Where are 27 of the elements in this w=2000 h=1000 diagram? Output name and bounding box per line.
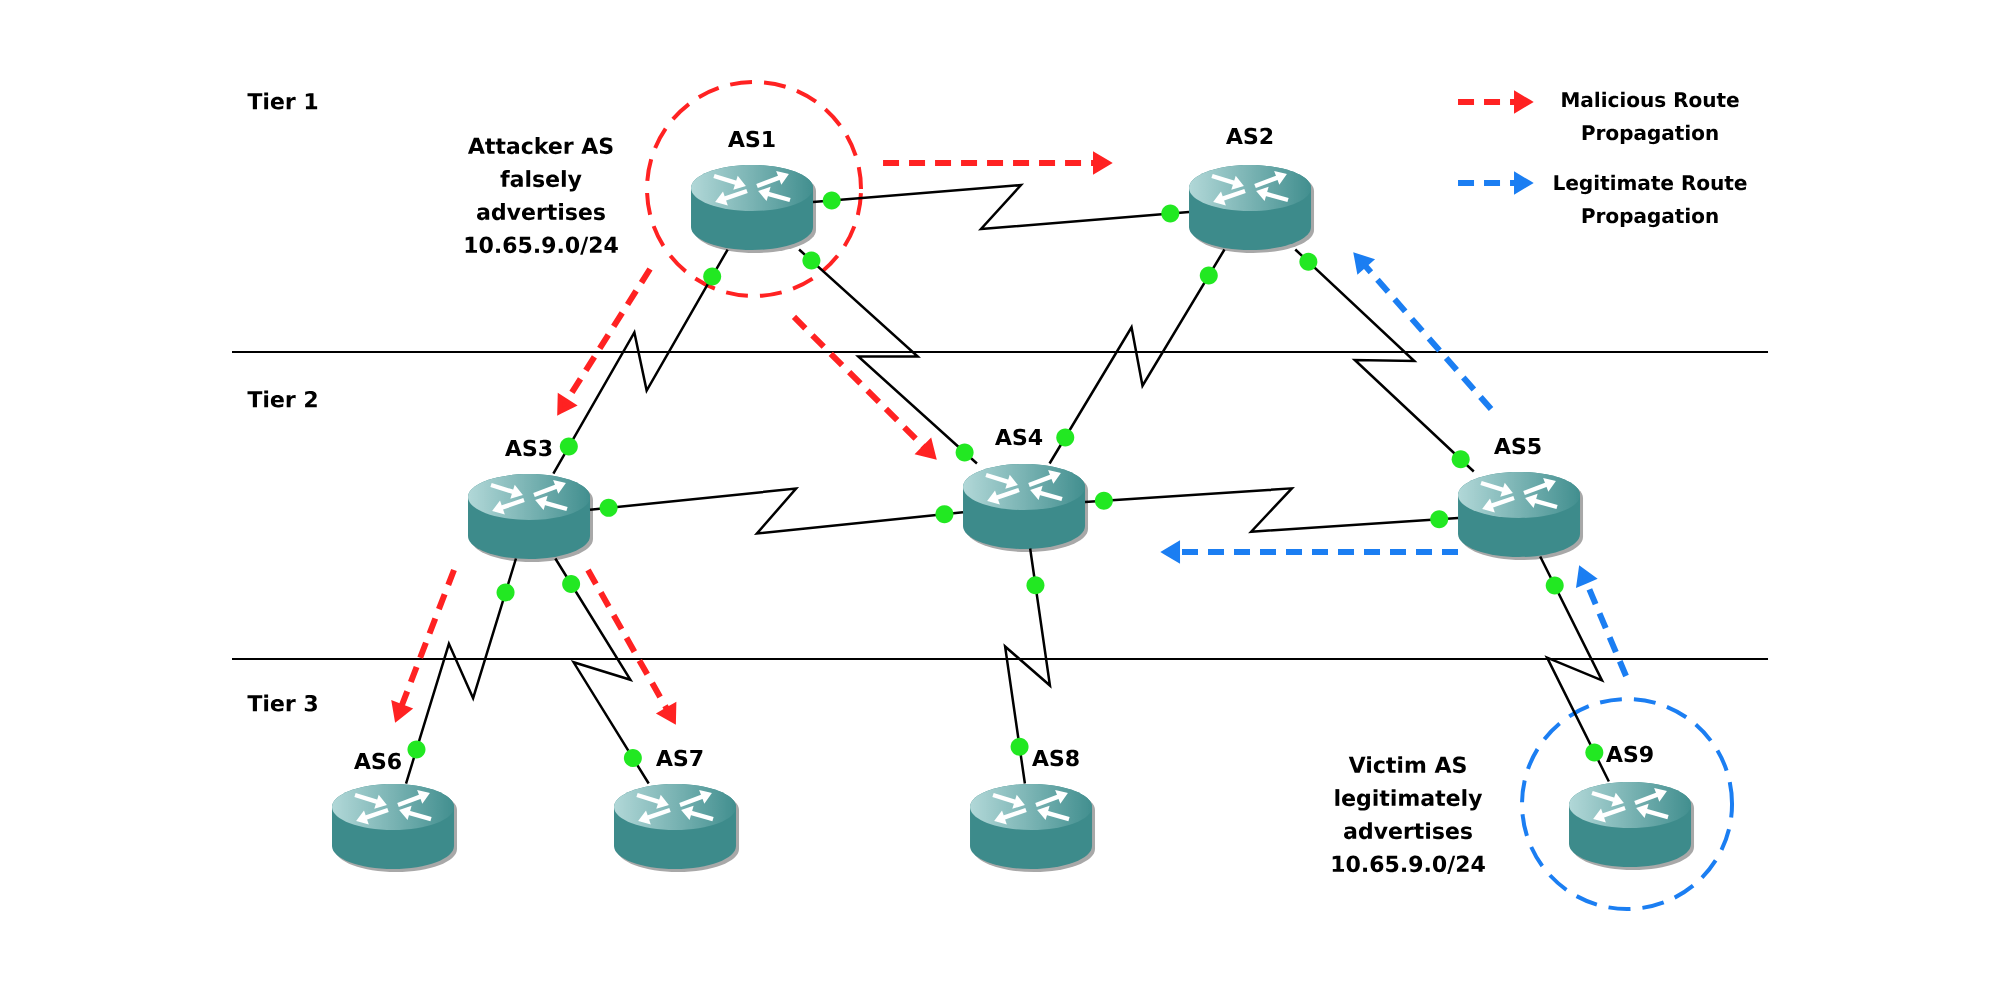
router-label: AS6 bbox=[354, 752, 401, 770]
link-line bbox=[1294, 248, 1475, 473]
router-label: AS4 bbox=[995, 428, 1043, 446]
link-line bbox=[1048, 248, 1226, 465]
annotation-text: Victim AS legitimately advertises 10.65.9.0/24 bbox=[1332, 756, 1485, 874]
link-line bbox=[1084, 486, 1459, 534]
router-label: AS1 bbox=[728, 130, 775, 148]
link-line bbox=[552, 248, 729, 475]
router-label: AS7 bbox=[656, 749, 703, 767]
tier-label: Tier 3 bbox=[247, 694, 317, 712]
link-line bbox=[798, 248, 978, 465]
link-line bbox=[404, 558, 518, 784]
link-line bbox=[1539, 555, 1610, 783]
router-label: AS9 bbox=[1606, 745, 1653, 763]
router-label: AS3 bbox=[505, 439, 552, 457]
router-label: AS8 bbox=[1032, 749, 1079, 767]
link-line bbox=[589, 487, 964, 535]
tier-label: Tier 1 bbox=[247, 92, 318, 110]
link-line bbox=[1003, 548, 1052, 784]
link-line bbox=[812, 183, 1190, 231]
legend-label: Legitimate Route Propagation bbox=[1554, 174, 1747, 228]
router-label: AS5 bbox=[1494, 437, 1541, 455]
tier-label: Tier 2 bbox=[247, 390, 317, 408]
router-label: AS2 bbox=[1226, 127, 1273, 145]
legend-label: Malicious Route Propagation bbox=[1562, 91, 1739, 145]
annotation-text: Attacker AS falsely advertises 10.65.9.0/24 bbox=[465, 137, 618, 255]
link-line bbox=[554, 557, 650, 785]
